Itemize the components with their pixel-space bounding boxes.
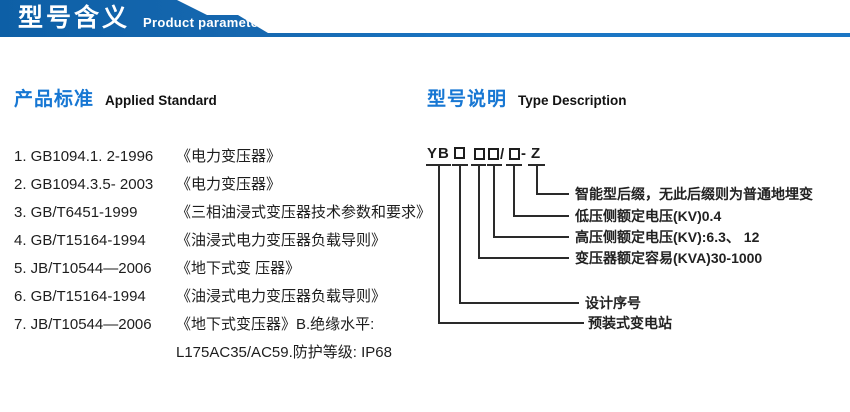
standard-item: 2. GB1094.3.5- 2003 《电力变压器》 (14, 171, 426, 199)
standard-code: 3. GB/T6451-1999 (14, 204, 138, 221)
standard-title: 《地下式变 压器》 (176, 260, 301, 277)
page-banner: 型号含义 Product parameters (0, 0, 850, 37)
standard-title: 《电力变压器》 (176, 176, 282, 193)
banner-title-cn: 型号含义 (18, 4, 131, 32)
model-code-dash: - (521, 145, 526, 162)
model-code-slash: / (500, 146, 505, 163)
connector-line (513, 215, 569, 217)
applied-standard-heading: 产品标准 Applied Standard (14, 84, 217, 111)
standard-item: 7. JB/T10544—2006 《地下式变压器》B.绝缘水平: (14, 311, 426, 339)
standard-item: 6. GB/T15164-1994 《油浸式电力变压器负载导则》 (14, 283, 426, 311)
code-underline (528, 164, 545, 166)
standard-code: 1. GB1094.1. 2-1996 (14, 148, 154, 165)
type-description-heading-en: Type Description (518, 93, 627, 108)
code-underline (426, 164, 451, 166)
diagram-label-prefab-substation: 预装式变电站 (588, 315, 672, 331)
connector-stem (438, 166, 440, 324)
diagram-label-rated-capacity: 变压器额定容易(KVA)30-1000 (575, 250, 763, 266)
standard-item-continuation: L175AC35/AC59.防护等级: IP68 (176, 344, 392, 361)
standard-title: 《三相油浸式变压器技术参数和要求》 (176, 204, 432, 221)
code-underline (506, 164, 522, 166)
model-code-diagram: YB / - Z 智能型后缀，无此后缀则为普通地埋变 低压侧额定电压(KV)0.… (425, 140, 850, 350)
code-underline (487, 164, 502, 166)
diagram-label-smart-suffix: 智能型后缀，无此后缀则为普通地埋变 (575, 186, 813, 202)
model-code-prefix: YB (427, 145, 450, 162)
code-underline (452, 164, 468, 166)
applied-standard-heading-en: Applied Standard (105, 93, 217, 108)
standard-code: 7. JB/T10544—2006 (14, 316, 152, 333)
connector-stem (513, 166, 515, 217)
standard-code: 5. JB/T10544—2006 (14, 260, 152, 277)
banner-title-en: Product parameters (143, 15, 272, 30)
type-description-heading: 型号说明 Type Description (427, 84, 627, 111)
model-code-suffix: Z (531, 145, 541, 162)
standard-item: 5. JB/T10544—2006 《地下式变 压器》 (14, 255, 426, 283)
connector-stem (478, 166, 480, 259)
applied-standard-heading-cn: 产品标准 (14, 89, 95, 110)
standard-item: 3. GB/T6451-1999 《三相油浸式变压器技术参数和要求》 (14, 199, 431, 227)
connector-stem (459, 166, 461, 304)
standard-code: 6. GB/T15164-1994 (14, 288, 146, 305)
connector-stem (536, 166, 538, 195)
connector-stem (493, 166, 495, 238)
model-code-box (488, 148, 499, 160)
connector-line (536, 193, 569, 195)
standard-title: 《油浸式电力变压器负载导则》 (176, 288, 387, 305)
diagram-label-hv-voltage: 高压侧额定电压(KV):6.3、 12 (575, 229, 760, 245)
model-code-box (509, 148, 520, 160)
connector-line (438, 322, 584, 324)
standard-code: 2. GB1094.3.5- 2003 (14, 176, 154, 193)
model-code-box (454, 147, 465, 159)
standards-list: 1. GB1094.1. 2-1996 《电力变压器》 2. GB1094.3.… (14, 143, 431, 367)
type-description-heading-cn: 型号说明 (427, 89, 508, 110)
standard-code: 4. GB/T15164-1994 (14, 232, 146, 249)
connector-line (478, 257, 569, 259)
standard-item: 1. GB1094.1. 2-1996 《电力变压器》 (14, 143, 426, 171)
standard-item: 4. GB/T15164-1994 《油浸式电力变压器负载导则》 (14, 227, 426, 255)
model-code-box (474, 148, 485, 160)
connector-line (459, 302, 579, 304)
diagram-label-design-serial: 设计序号 (585, 295, 641, 311)
code-underline (471, 164, 486, 166)
standard-title: 《地下式变压器》B.绝缘水平: (176, 316, 375, 333)
diagram-label-lv-voltage: 低压侧额定电压(KV)0.4 (575, 208, 722, 224)
standard-title: 《油浸式电力变压器负载导则》 (176, 232, 387, 249)
standard-title: 《电力变压器》 (176, 148, 282, 165)
connector-line (493, 236, 569, 238)
